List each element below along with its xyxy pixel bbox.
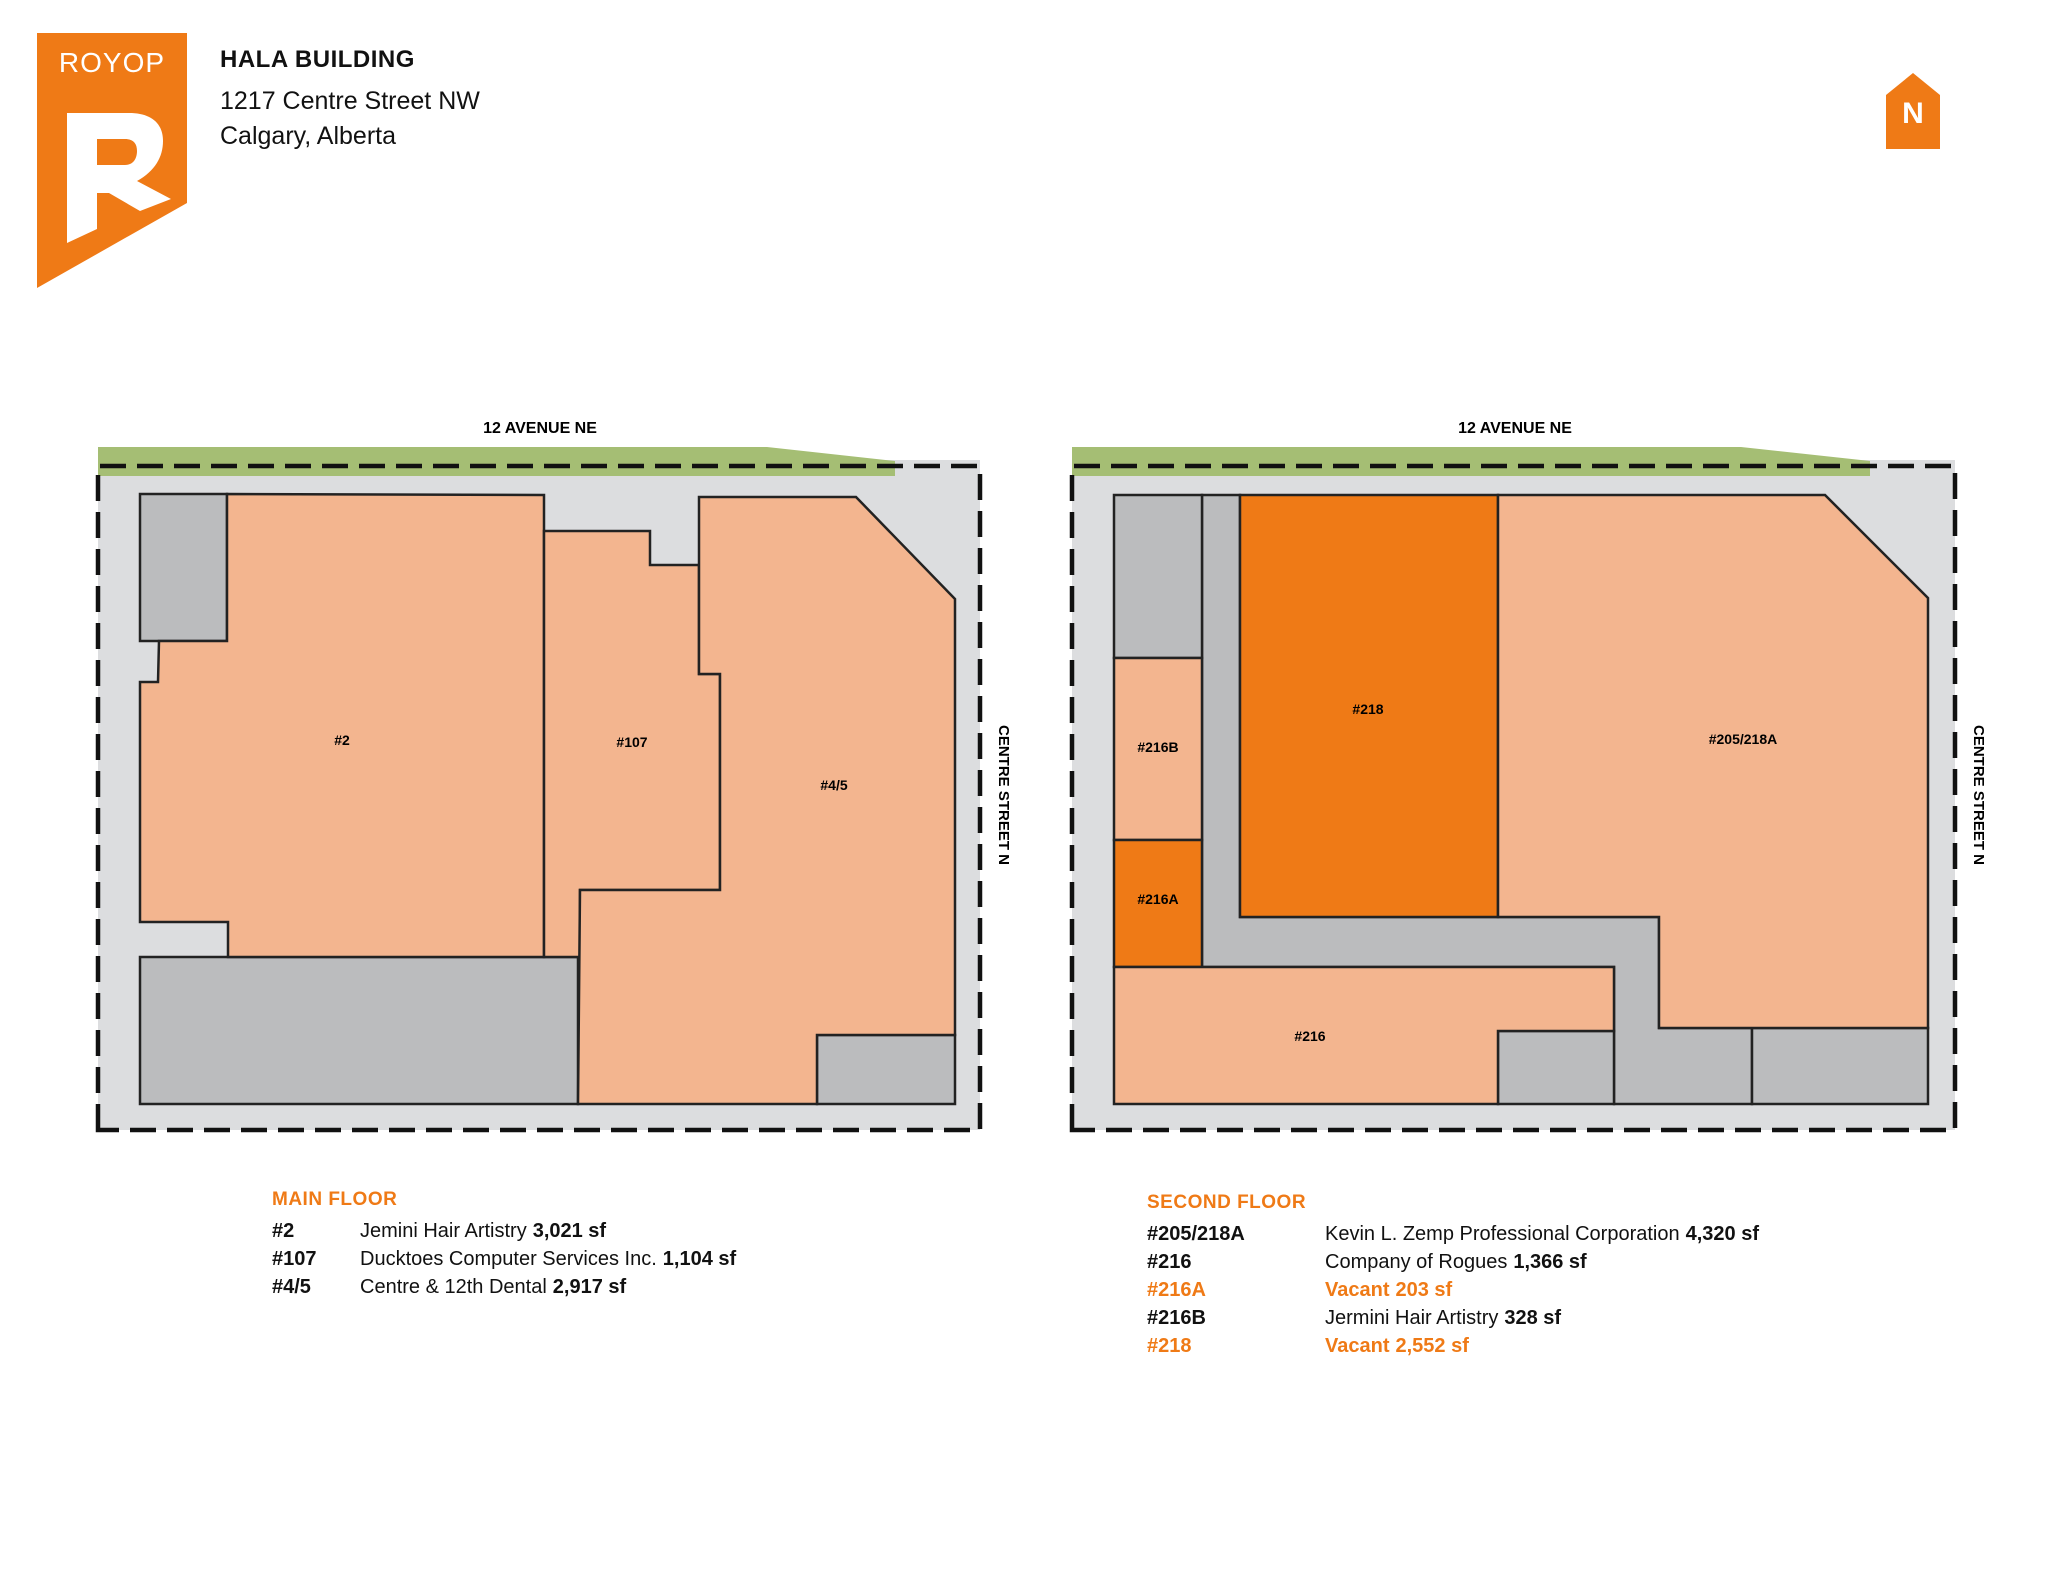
legend-area: 4,320 sf [1685, 1222, 1760, 1245]
legend-row: #216B Jermini Hair Artistry 328 sf [1147, 1304, 1759, 1332]
legend-tenant: Vacant [1325, 1278, 1390, 1301]
legend-unit: #107 [272, 1247, 317, 1270]
north-arrow-icon: N [1886, 73, 1940, 149]
legend-unit: #205/218A [1147, 1222, 1245, 1245]
legend-unit: #4/5 [272, 1275, 311, 1298]
legend-unit: #2 [272, 1219, 295, 1242]
legend-row: #4/5 Centre & 12th Dental 2,917 sf [272, 1273, 736, 1301]
address-line-2: Calgary, Alberta [220, 122, 397, 150]
building-header: HALA BUILDING 1217 Centre Street NW Calg… [220, 46, 480, 154]
common-area [138, 492, 229, 643]
unit-label: #218 [1352, 701, 1383, 717]
address-line-1: 1217 Centre Street NW [220, 87, 480, 115]
legend-row: #205/218A Kevin L. Zemp Professional Cor… [1147, 1220, 1759, 1248]
legend-unit: #216 [1147, 1250, 1192, 1273]
unit-205-218a[interactable] [1496, 493, 1930, 1030]
second-floor-legend: SECOND FLOOR #205/218A Kevin L. Zemp Pro… [1147, 1192, 1759, 1360]
legend-unit: #216A [1147, 1278, 1206, 1301]
landscape-strip [98, 447, 895, 476]
legend-row: #216 Company of Rogues 1,366 sf [1147, 1248, 1759, 1276]
street-label-top: 12 AVENUE NE [1458, 420, 1572, 437]
street-label-top: 12 AVENUE NE [483, 420, 597, 437]
legend-area: 2,552 sf [1395, 1334, 1469, 1357]
unit-label: #216A [1137, 891, 1178, 907]
main-floor-plan: 12 AVENUE NE CENTRE STREET N #2 #107 #4/… [95, 420, 1012, 1133]
legend-heading: SECOND FLOOR [1147, 1192, 1307, 1213]
common-area [138, 955, 580, 1106]
common-area [815, 1033, 957, 1106]
legend-unit: #216B [1147, 1306, 1206, 1329]
legend-tenant: Company of Rogues [1325, 1250, 1508, 1273]
north-label: N [1902, 97, 1924, 130]
legend-row-vacant: #216A Vacant 203 sf [1147, 1276, 1759, 1304]
unit-label: #216 [1294, 1028, 1325, 1044]
logo-shape [37, 33, 187, 288]
building-title: HALA BUILDING [220, 46, 415, 73]
unit-label: #107 [616, 734, 647, 750]
legend-unit: #218 [1147, 1334, 1192, 1357]
common-area [1750, 1026, 1930, 1106]
legend-tenant: Ducktoes Computer Services Inc. [360, 1247, 657, 1270]
legend-area: 2,917 sf [552, 1275, 627, 1298]
legend-area: 1,366 sf [1513, 1250, 1587, 1273]
legend-tenant: Centre & 12th Dental [360, 1275, 547, 1298]
legend-tenant: Kevin L. Zemp Professional Corporation [1325, 1222, 1680, 1245]
legend-row: #107 Ducktoes Computer Services Inc. 1,1… [272, 1245, 736, 1273]
second-floor-plan: 12 AVENUE NE CENTRE STREET N #218 #205/2… [1069, 420, 1987, 1133]
legend-row-vacant: #218 Vacant 2,552 sf [1147, 1332, 1759, 1360]
legend-area: 1,104 sf [662, 1247, 737, 1270]
royop-logo[interactable]: ROYOP [37, 33, 187, 288]
common-area [1496, 1029, 1616, 1106]
legend-row: #2 Jemini Hair Artistry 3,021 sf [272, 1217, 736, 1245]
landscape-strip [1072, 447, 1870, 476]
street-label-right: CENTRE STREET N [995, 725, 1012, 865]
legend-tenant: Jermini Hair Artistry [1325, 1306, 1499, 1329]
unit-label: #2 [334, 732, 350, 748]
legend-tenant: Vacant [1325, 1334, 1390, 1357]
legend-area: 3,021 sf [532, 1219, 607, 1242]
unit-label: #4/5 [820, 777, 847, 793]
common-area [1112, 493, 1204, 660]
property-boundary [95, 463, 983, 1133]
unit-label: #205/218A [1709, 731, 1778, 747]
legend-area: 328 sf [1504, 1306, 1562, 1329]
unit-216[interactable] [1112, 965, 1616, 1106]
legend-heading: MAIN FLOOR [272, 1189, 398, 1210]
main-floor-legend: MAIN FLOOR #2 Jemini Hair Artistry 3,021… [272, 1189, 736, 1301]
street-label-right: CENTRE STREET N [1970, 725, 1987, 865]
legend-tenant: Jemini Hair Artistry [360, 1219, 527, 1242]
logo-text: ROYOP [58, 47, 166, 78]
unit-4-5[interactable] [576, 495, 957, 1106]
legend-area: 203 sf [1395, 1278, 1453, 1301]
unit-label: #216B [1137, 739, 1178, 755]
